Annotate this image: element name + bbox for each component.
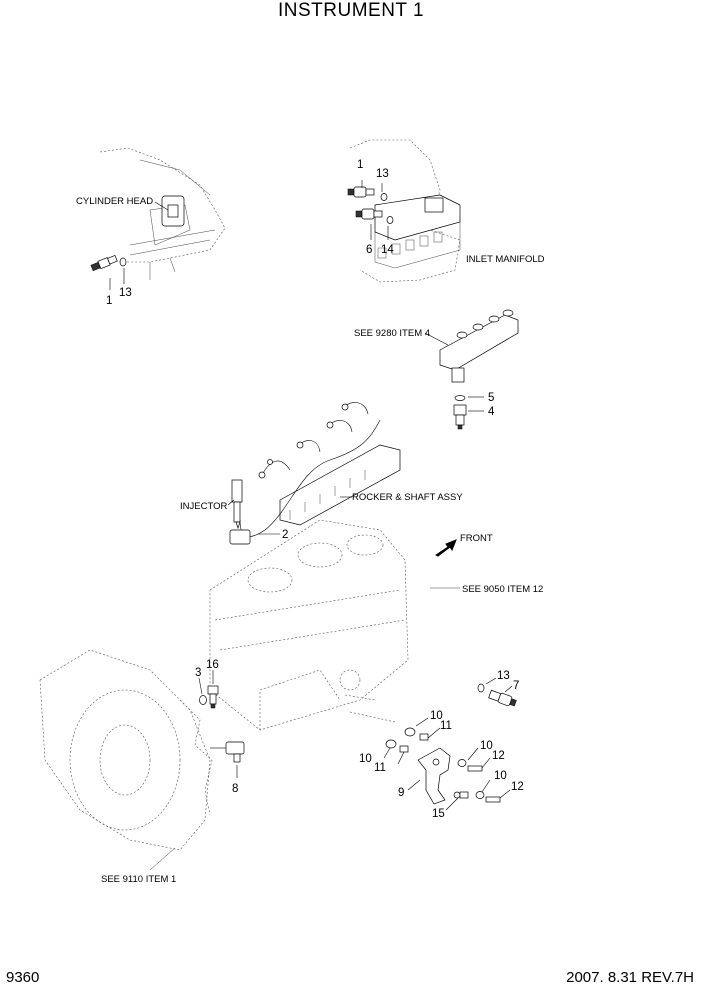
callout-13: 13 [376, 168, 389, 180]
callout-2: 2 [282, 529, 288, 541]
o-ring-13-block [477, 683, 485, 693]
callout-12: 12 [511, 781, 524, 793]
label-injector: INJECTOR [180, 501, 227, 512]
sensor-16 [207, 685, 219, 709]
inlet-manifold-view [347, 139, 461, 283]
injector [231, 479, 243, 530]
callout-5: 5 [488, 392, 494, 404]
engine-block-view [209, 519, 460, 731]
harness-connector [229, 529, 251, 545]
o-ring-13-cylinder-head [119, 257, 127, 267]
callout-7: 7 [513, 680, 519, 692]
callout-11: 11 [374, 762, 386, 774]
label-inlet-manifold: INLET MANIFOLD [466, 254, 545, 265]
callout-11: 11 [440, 720, 452, 732]
sensor-1-inlet-manifold [347, 186, 375, 198]
callout-13: 13 [497, 670, 510, 682]
bracket-group [383, 717, 511, 811]
callout-13: 13 [119, 287, 132, 299]
fuel-rail-view [424, 309, 519, 430]
flywheel-housing-view [39, 649, 213, 871]
label-see-9050: SEE 9050 ITEM 12 [462, 584, 543, 595]
sensor-4-fuel-rail [453, 404, 467, 430]
label-cylinder-head: CYLINDER HEAD [76, 196, 153, 207]
injector-harness-view [229, 402, 401, 545]
callout-1: 1 [357, 159, 363, 171]
callout-6: 6 [366, 244, 372, 256]
label-front: FRONT [460, 533, 493, 544]
label-see-9110: SEE 9110 ITEM 1 [101, 874, 176, 885]
sensor-7 [488, 689, 517, 707]
sensor-6-inlet-manifold [355, 208, 383, 220]
label-rocker-shaft-assy: ROCKER & SHAFT ASSY [352, 492, 463, 503]
sensor-1-cylinder-head [90, 255, 118, 272]
callout-9: 9 [398, 787, 404, 799]
callout-10: 10 [430, 710, 443, 722]
cylinder-head-view [90, 147, 226, 290]
callout-4: 4 [488, 406, 495, 418]
sensor-8 [210, 741, 245, 763]
o-ring-13-inlet-manifold [380, 193, 388, 201]
washer-5-fuel-rail [454, 395, 466, 401]
callout-1: 1 [106, 295, 112, 307]
callout-14: 14 [381, 244, 394, 256]
callout-16: 16 [206, 659, 219, 671]
revision-date: 2007. 8.31 REV.7H [566, 969, 694, 986]
page-number: 9360 [6, 969, 40, 986]
o-ring-14-inlet-manifold [386, 216, 394, 224]
callout-3: 3 [195, 667, 201, 679]
callout-10: 10 [494, 770, 507, 782]
o-ring-3 [199, 695, 207, 705]
callout-10: 10 [480, 740, 493, 752]
front-arrow-icon [435, 539, 457, 557]
label-see-9280: SEE 9280 ITEM 4 [354, 328, 430, 339]
callout-10: 10 [359, 753, 372, 765]
callout-8: 8 [232, 783, 238, 795]
callout-15: 15 [432, 808, 445, 820]
callout-12: 12 [492, 750, 505, 762]
page-title: INSTRUMENT 1 [277, 0, 425, 21]
